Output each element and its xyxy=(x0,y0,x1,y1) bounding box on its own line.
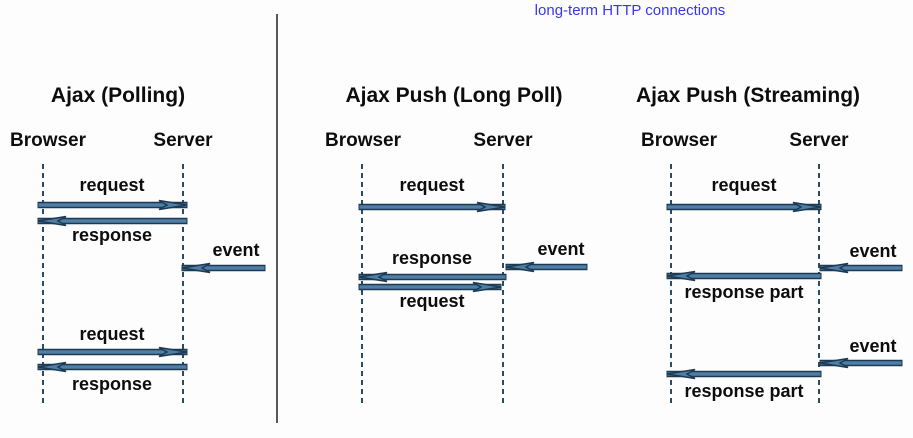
message-label-event: event xyxy=(849,241,897,261)
actor-server-label: Server xyxy=(473,130,533,151)
browser-lifeline xyxy=(670,164,672,404)
message-label-request: request xyxy=(399,175,465,195)
response-part-arrow xyxy=(666,368,822,380)
server-lifeline xyxy=(182,164,184,404)
event-arrow xyxy=(819,357,903,369)
message-label-response: response xyxy=(71,225,153,245)
actor-server-label: Server xyxy=(153,130,213,151)
response-part-arrow xyxy=(666,270,822,282)
message-label-response: response xyxy=(71,374,153,394)
browser-lifeline xyxy=(42,164,44,404)
actor-server-label: Server xyxy=(789,130,849,151)
event-arrow xyxy=(181,262,266,274)
message-label-request: request xyxy=(79,175,145,195)
actor-browser-label: Browser xyxy=(9,130,87,151)
message-label-response: response xyxy=(391,248,473,268)
server-lifeline xyxy=(502,164,504,404)
panel-title: Ajax (Polling) xyxy=(50,84,186,107)
request-arrow xyxy=(37,199,188,211)
message-label-event: event xyxy=(537,239,585,259)
message-label-response-part: response part xyxy=(684,282,804,302)
actor-browser-label: Browser xyxy=(324,130,402,151)
message-label-response-part: response part xyxy=(684,381,804,401)
request-arrow xyxy=(666,201,822,213)
response-arrow xyxy=(37,361,188,373)
caption-long-term-http-connections: long-term HTTP connections xyxy=(534,2,726,19)
request-arrow xyxy=(358,201,506,213)
event-arrow xyxy=(505,261,588,273)
server-lifeline xyxy=(818,164,820,404)
message-label-event: event xyxy=(849,336,897,356)
actor-browser-label: Browser xyxy=(640,130,718,151)
event-arrow xyxy=(819,262,903,274)
message-label-request: request xyxy=(79,324,145,344)
message-label-request: request xyxy=(399,291,465,311)
response-arrow xyxy=(358,271,507,283)
request-arrow xyxy=(37,346,188,358)
request-arrow xyxy=(358,281,502,293)
panel-title: Ajax Push (Streaming) xyxy=(635,84,861,107)
message-label-event: event xyxy=(212,240,260,260)
message-label-request: request xyxy=(711,175,777,195)
section-divider-line xyxy=(276,14,278,423)
panel-title: Ajax Push (Long Poll) xyxy=(345,84,563,107)
response-arrow xyxy=(37,215,188,227)
